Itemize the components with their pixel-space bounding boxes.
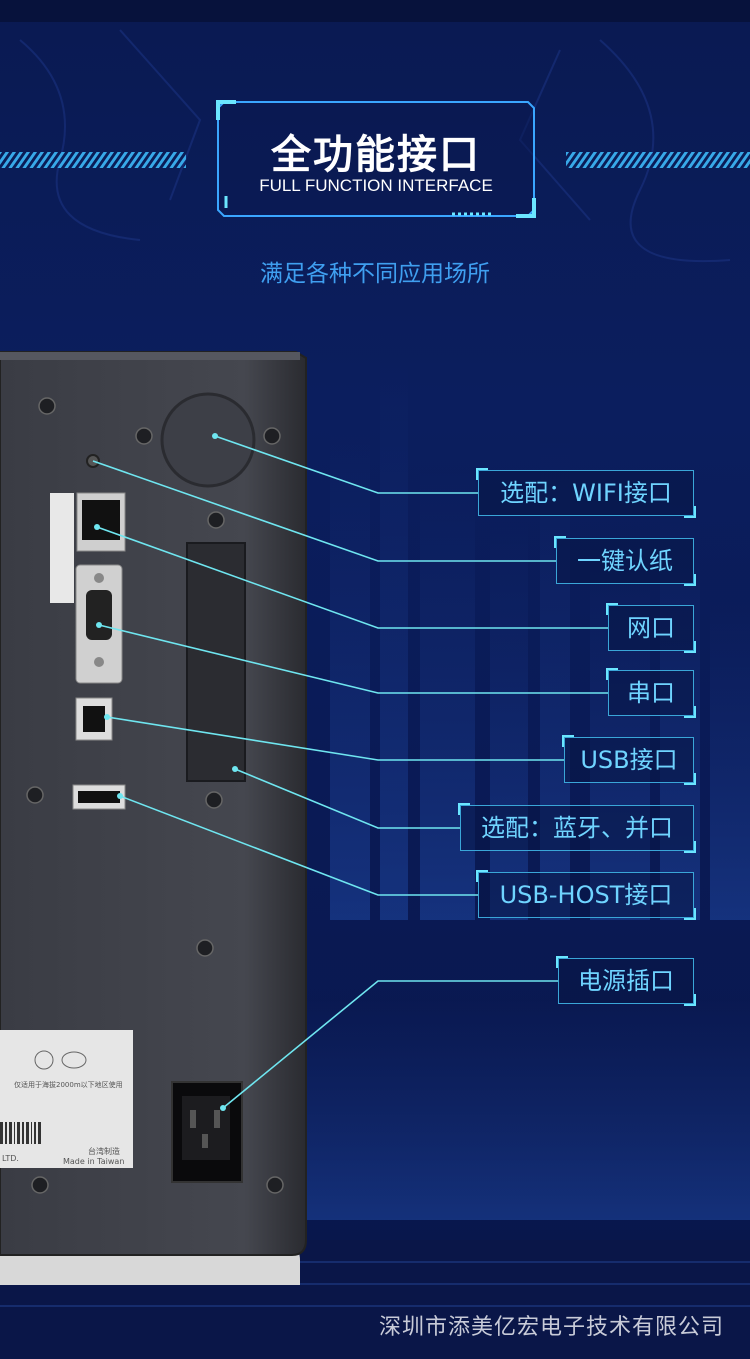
leader-line-feed (92, 460, 556, 562)
printer-back-panel (0, 351, 307, 1285)
page-subtitle: 满足各种不同应用场所 (260, 261, 490, 287)
company-name: 深圳市添美亿宏电子技术有限公司 (378, 1315, 724, 1340)
sticker-ltd-text: LTD. (2, 1154, 19, 1163)
sticker-made-in-en: Made in Taiwan (63, 1157, 125, 1166)
leader-line-power (222, 980, 558, 1109)
leader-line-bt-parallel (234, 768, 460, 829)
leader-line-usb (106, 716, 564, 761)
label-feed-button: 一键认纸 (554, 536, 696, 586)
label-usb: USB接口 (562, 735, 696, 785)
label-wifi: 选配：WIFI接口 (476, 468, 696, 518)
leader-line-usb-host (119, 795, 478, 896)
page-title: 全功能接口 (271, 132, 481, 178)
leader-line-wifi (214, 435, 478, 494)
page-title-english: FULL FUNCTION INTERFACE (259, 176, 493, 195)
leader-line-serial (98, 624, 608, 694)
sticker-made-in-cn: 台湾制造 (88, 1147, 120, 1156)
sticker-altitude-text: 仅适用于海拔2000m以下地区使用 (14, 1081, 123, 1089)
label-power: 电源插口 (556, 956, 696, 1006)
label-ethernet: 网口 (606, 603, 696, 653)
label-serial: 串口 (606, 668, 696, 718)
label-usb-host: USB-HOST接口 (476, 870, 696, 920)
title-frame-border (216, 100, 536, 218)
title-frame: 全功能接口 FULL FUNCTION INTERFACE (216, 100, 536, 218)
leader-line-ethernet (96, 526, 608, 629)
label-bt-parallel: 选配：蓝牙、并口 (458, 803, 696, 853)
